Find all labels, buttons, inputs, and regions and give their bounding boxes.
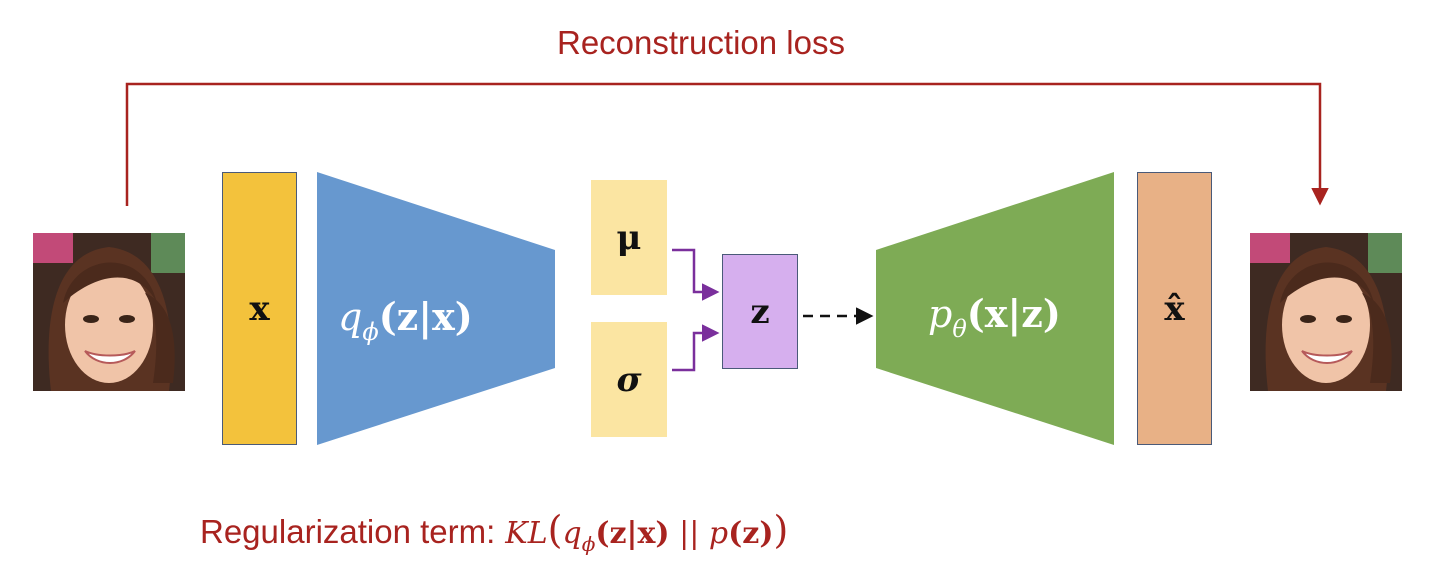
sigma-box: σ — [591, 322, 667, 437]
face-photo-icon — [33, 233, 185, 391]
input-x-box: x — [222, 172, 297, 445]
face-photo-icon — [1250, 233, 1402, 391]
kl-p-args: (z) — [728, 516, 774, 551]
latent-z-box: z — [722, 254, 798, 369]
mu-box: μ — [591, 180, 667, 295]
sigma-to-z-arrow — [672, 324, 720, 372]
kl-label: KL — [505, 516, 548, 551]
output-face-image — [1250, 233, 1402, 391]
encoder-label-phi: ϕ — [362, 318, 379, 346]
reconstruction-loss-arrow — [125, 82, 1329, 206]
kl-close-paren: ) — [773, 508, 789, 552]
kl-q-phi: ϕ — [581, 532, 596, 556]
kl-q: q — [562, 516, 582, 551]
output-xhat-box: x̂ — [1137, 172, 1212, 445]
encoder-label-args: (z|x) — [378, 294, 473, 339]
decoder-label-p: p — [928, 292, 953, 336]
kl-p: p — [708, 516, 729, 551]
encoder-trapezoid — [317, 172, 555, 445]
decoder-label-args: (x|z) — [966, 291, 1061, 336]
sigma-label: σ — [616, 359, 642, 400]
encoder-label-q: q — [338, 295, 363, 339]
mu-to-z-arrow — [672, 248, 720, 301]
kl-separator: || — [679, 516, 700, 551]
input-x-label: x — [249, 288, 270, 329]
decoder-label: pθ(x|z) — [928, 291, 1061, 343]
regularization-expression: KL(qϕ(z|x) || p(z)) — [505, 508, 789, 556]
latent-z-label: z — [750, 291, 770, 332]
output-xhat-label: x̂ — [1164, 288, 1185, 329]
decoder-trapezoid — [876, 172, 1114, 445]
input-face-image — [33, 233, 185, 391]
decoder-label-theta: θ — [952, 315, 967, 343]
kl-open-paren: ( — [547, 508, 563, 552]
reconstruction-loss-title: Reconstruction loss — [557, 24, 845, 61]
regularization-term: Regularization term: KL(qϕ(z|x) || p(z)) — [200, 508, 789, 556]
regularization-text: Regularization term: — [200, 513, 496, 550]
mu-label: μ — [616, 217, 642, 258]
kl-q-args: (z|x) — [595, 516, 670, 551]
encoder-label: qϕ(z|x) — [338, 294, 473, 346]
